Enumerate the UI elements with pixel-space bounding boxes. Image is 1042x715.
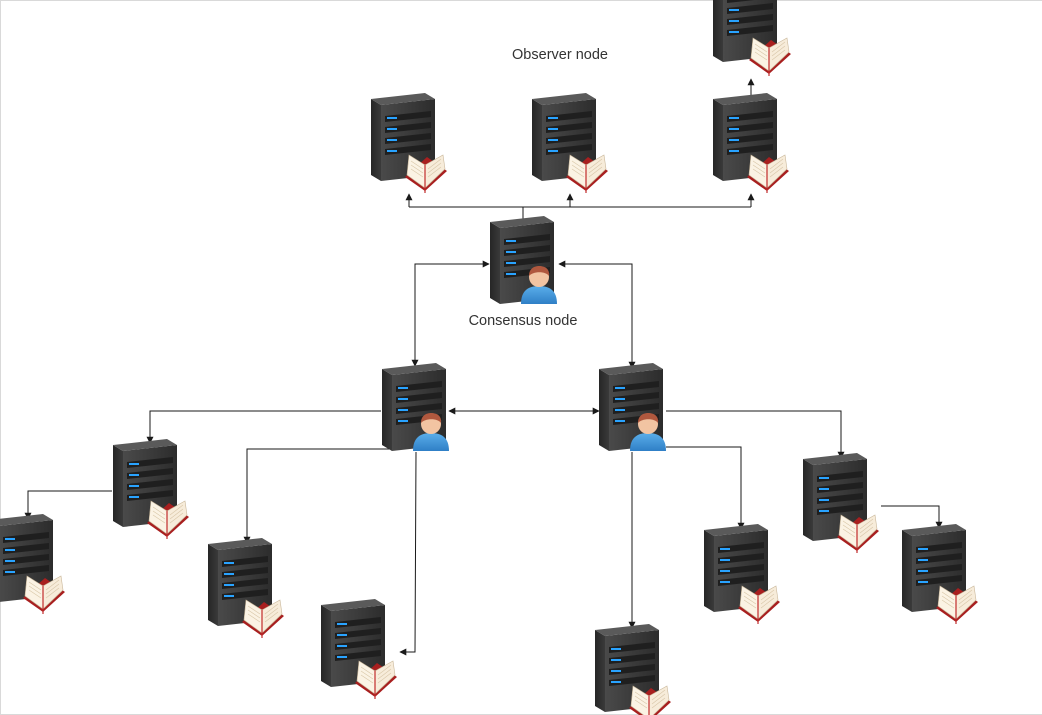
consensus-node-right: [599, 363, 666, 451]
observer-node-label: Observer node: [512, 47, 608, 63]
observer-node-8: [803, 453, 880, 554]
book-icon: [737, 585, 781, 625]
edge-center-right-consensus: [558, 260, 636, 369]
consensus-node-left: [382, 363, 449, 451]
edges-left-cluster: [24, 410, 417, 656]
book-icon: [354, 660, 398, 700]
observer-node-10: [704, 524, 781, 625]
book-icon: [746, 154, 790, 194]
book-icon: [748, 37, 792, 77]
edge-obs-a-to-obs-b: [24, 490, 112, 520]
edge-obs-e-to-obs-f: [881, 505, 943, 529]
observer-node-11: [595, 624, 672, 715]
observer-node-top: [713, 0, 792, 77]
observer-node-9: [902, 524, 979, 625]
observer-node-2: [532, 93, 609, 194]
observer-node-4: [113, 439, 190, 540]
edge-right-to-obs-e: [666, 410, 845, 459]
edges-consensus: [411, 260, 636, 415]
observer-node-6: [208, 538, 285, 639]
book-icon: [836, 514, 880, 554]
observer-node-5: [0, 514, 66, 615]
consensus-node-center: [490, 216, 557, 304]
observer-node-3: [713, 93, 790, 194]
book-icon: [565, 154, 609, 194]
book-icon: [628, 685, 672, 715]
book-icon: [22, 575, 66, 615]
edge-left-to-obs-c: [243, 448, 393, 544]
edge-right-to-obs-g: [666, 446, 745, 530]
book-icon: [146, 500, 190, 540]
edge-center-left-consensus: [411, 260, 490, 367]
edge-left-to-obs-d: [399, 451, 417, 656]
observer-node-1: [371, 93, 448, 194]
book-icon: [241, 599, 285, 639]
book-icon: [404, 154, 448, 194]
edges-right-cluster: [628, 410, 943, 629]
book-icon: [935, 585, 979, 625]
consensus-node-label: Consensus node: [469, 313, 578, 329]
edge-left-to-obs-a: [146, 410, 381, 444]
observer-node-7: [321, 599, 398, 700]
